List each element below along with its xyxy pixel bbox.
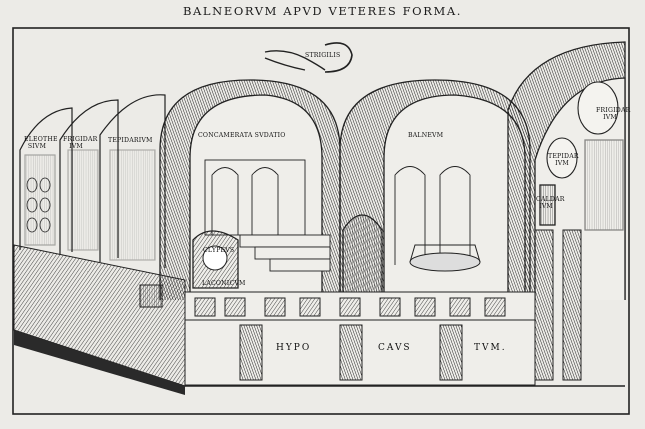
label-caldarium: CALDAR IVM (536, 196, 565, 210)
label-tepidarium-vase: TEPIDAR IVM (548, 153, 579, 167)
left-rooms (19, 94, 166, 268)
label-elaeothesium: ELEOTHE SIVM (24, 136, 58, 150)
sudatio-arch (159, 79, 341, 300)
label-frigidarium-left: FRIGIDAR IVM (63, 136, 98, 150)
hypocaust (139, 229, 625, 387)
label-concamerata: CONCAMERATA SVDATIO (198, 132, 286, 139)
label-frigidarium-vase: FRIGIDAR IVM (596, 107, 631, 121)
strigil (264, 42, 353, 73)
label-balneum: BALNEVM (408, 132, 444, 139)
page-title: BALNEORVM APVD VETERES FORMA. (182, 4, 463, 18)
label-hypo: HYPO (276, 343, 312, 353)
label-laconicum: LACONICVM (202, 280, 246, 287)
label-tepidarium: TEPIDARIVM (108, 137, 153, 144)
label-strigilis: STRIGILIS (305, 52, 341, 59)
label-caus: CAVS (378, 343, 412, 353)
label-clipeus: CLYPEVS (203, 247, 235, 254)
balneum-arch (339, 79, 531, 301)
label-tum: TVM. (474, 343, 507, 353)
